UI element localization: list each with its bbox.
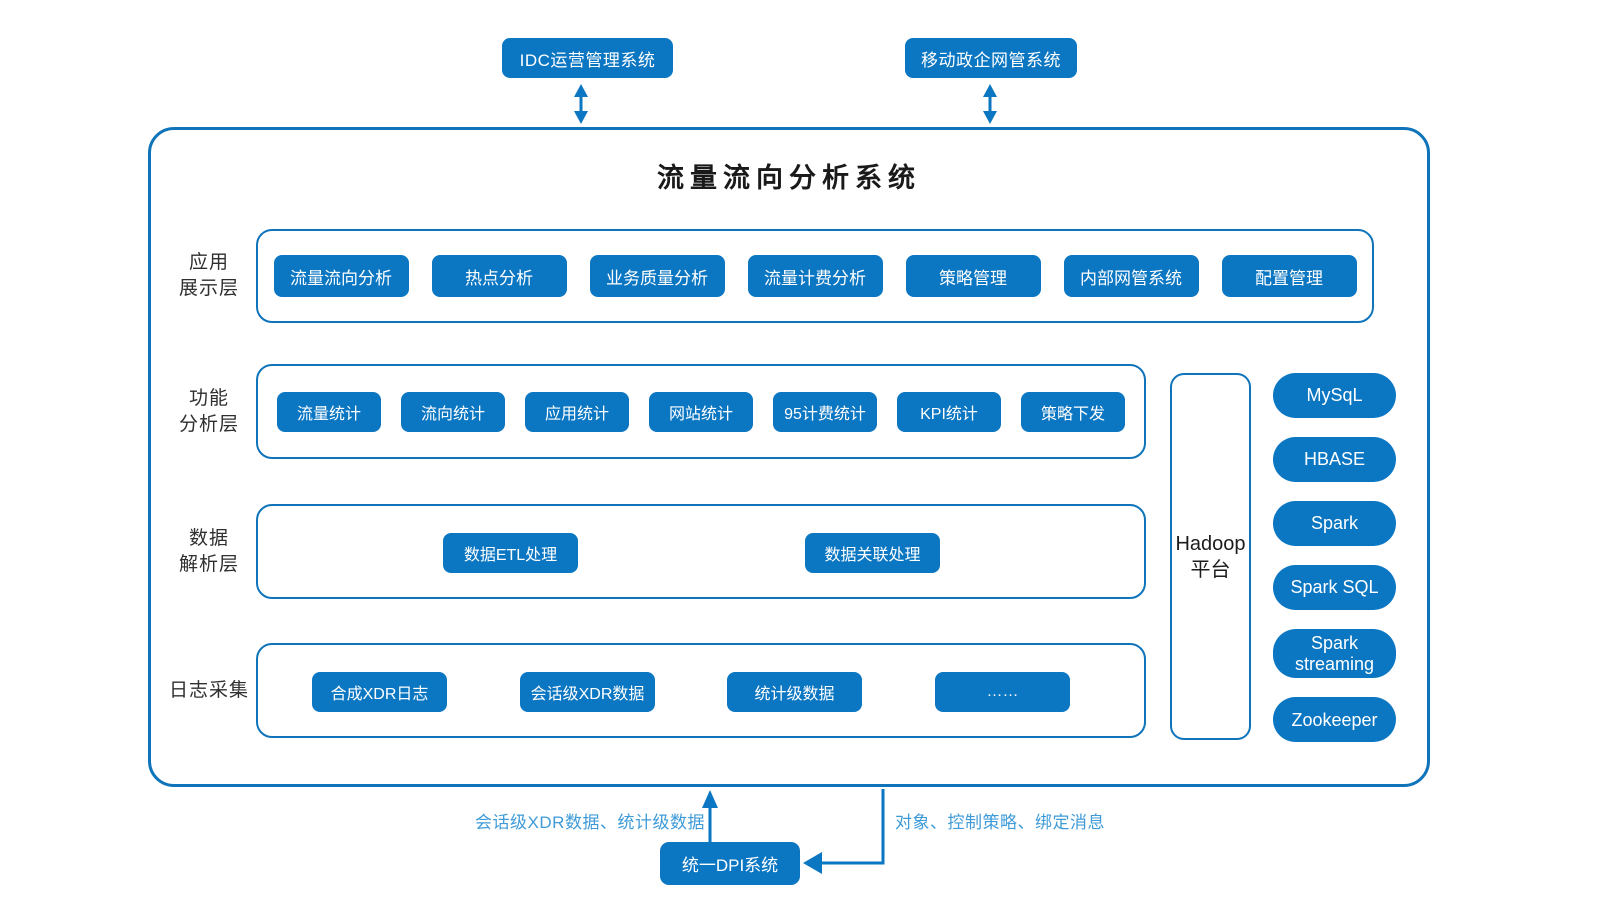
diagram-node: 策略下发 bbox=[1021, 391, 1125, 432]
layer-box-application: 流量流向分析热点分析业务质量分析流量计费分析策略管理内部网管系统配置管理 bbox=[256, 229, 1374, 323]
diagram-node: 应用统计 bbox=[525, 391, 629, 432]
mobile-bidirectional-arrow bbox=[983, 84, 997, 124]
dpi-downstream-arrow bbox=[803, 789, 885, 874]
diagram-node: 配置管理 bbox=[1221, 255, 1357, 297]
diagram-node: 业务质量分析 bbox=[589, 255, 725, 297]
diagram-node: 合成XDR日志 bbox=[312, 672, 447, 712]
diagram-node: …… bbox=[935, 672, 1070, 712]
idc-bidirectional-arrow bbox=[574, 84, 588, 124]
diagram-node: 网站统计 bbox=[649, 391, 753, 432]
diagram-node: 数据ETL处理 bbox=[443, 533, 578, 573]
external-system-idc: IDC运营管理系统 bbox=[502, 38, 673, 78]
layer-box-function: 流量统计流向统计应用统计网站统计 95计费统计 KPI统计策略下发 bbox=[256, 364, 1146, 459]
dpi-system-box: 统一DPI系统 bbox=[660, 842, 800, 885]
tech-stack-pill: Spark bbox=[1273, 501, 1396, 546]
layer-label-parsing: 数据 解析层 bbox=[178, 527, 239, 575]
diagram-node: 95计费统计 bbox=[773, 391, 877, 432]
tech-stack-pill: MySqL bbox=[1273, 373, 1396, 418]
diagram-node: 数据关联处理 bbox=[805, 533, 940, 573]
layer-label-application: 应用 展示层 bbox=[178, 252, 239, 299]
diagram-node: 统计级数据 bbox=[727, 672, 862, 712]
diagram-node: 策略管理 bbox=[905, 255, 1041, 297]
diagram-title: 流量流向分析系统 bbox=[657, 163, 921, 193]
diagram-node: 内部网管系统 bbox=[1063, 255, 1199, 297]
tech-stack-pill: Zookeeper bbox=[1273, 697, 1396, 743]
layer-box-log-collection: 合成XDR日志 会话级XDR数据 统计级数据 …… bbox=[256, 643, 1146, 738]
diagram-node: 流量流向分析 bbox=[273, 255, 409, 297]
tech-stack-pill: Spark streaming bbox=[1273, 629, 1396, 679]
main-system-frame: 流量流向分析系统 应用 展示层 流量流向分析热点分析业务质量分析流量计费分析策略… bbox=[148, 127, 1430, 787]
downstream-flow-label: 对象、控制策略、绑定消息 bbox=[895, 813, 1105, 832]
layer-box-parsing: 数据ETL处理 数据关联处理 bbox=[256, 504, 1146, 599]
tech-stack-pill: HBASE bbox=[1273, 437, 1396, 482]
layer-label-log-collection: 日志采集 bbox=[168, 679, 249, 701]
diagram-node: 热点分析 bbox=[431, 255, 567, 297]
diagram-node: 流量统计 bbox=[277, 391, 381, 432]
external-system-mobile: 移动政企网管系统 bbox=[905, 38, 1077, 78]
hadoop-platform-box: Hadoop 平台 bbox=[1170, 373, 1251, 740]
tech-stack-pill: Spark SQL bbox=[1273, 565, 1396, 610]
diagram-node: 流向统计 bbox=[401, 391, 505, 432]
upstream-flow-label: 会话级XDR数据、统计级数据 bbox=[475, 813, 705, 832]
diagram-node: 流量计费分析 bbox=[747, 255, 883, 297]
layer-label-function: 功能 分析层 bbox=[178, 387, 239, 435]
diagram-node: 会话级XDR数据 bbox=[520, 672, 655, 712]
diagram-node: KPI统计 bbox=[897, 391, 1001, 432]
